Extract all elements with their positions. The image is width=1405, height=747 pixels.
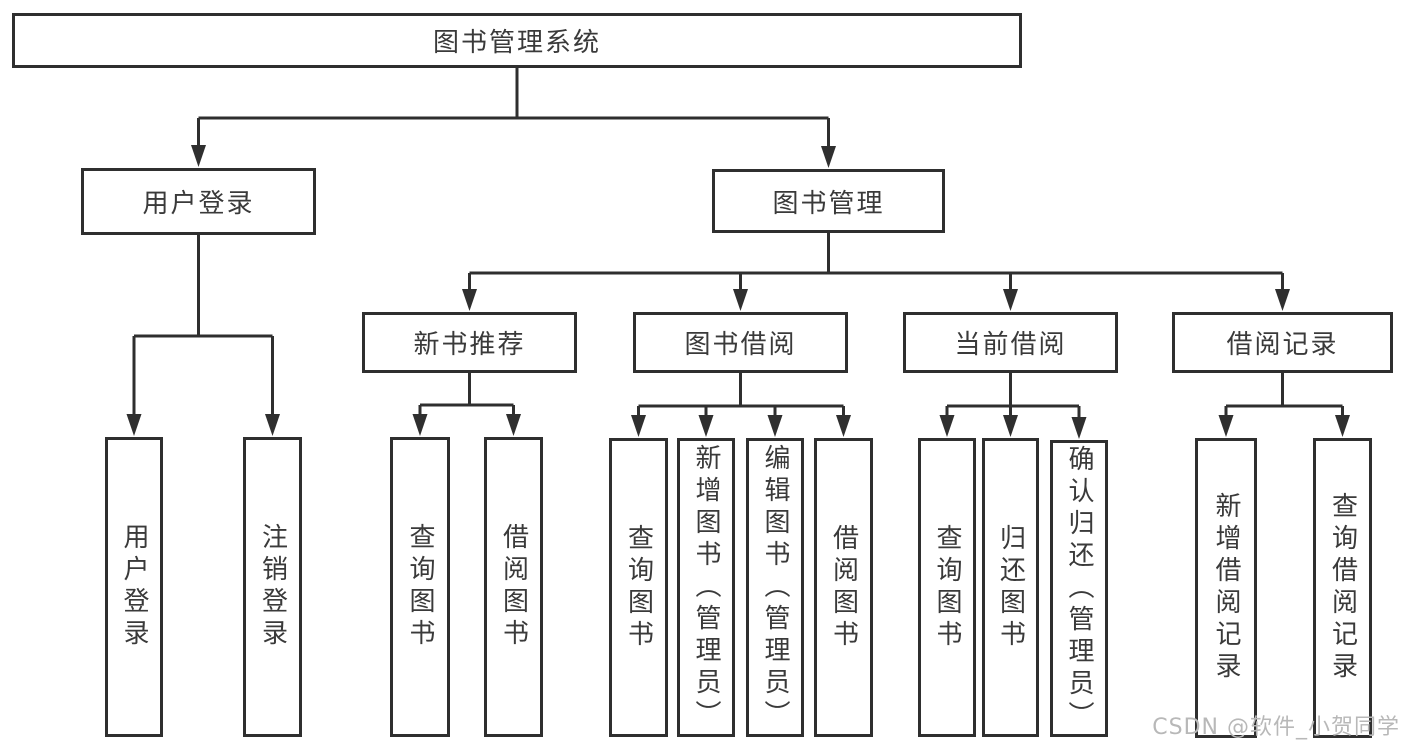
node-label: 查询借阅记录	[1327, 492, 1358, 684]
arrowhead-icon	[698, 415, 714, 437]
arrowhead-icon	[733, 289, 748, 311]
node-label: 新增图书（管理员）	[691, 443, 721, 732]
node-label: 编辑图书（管理员）	[760, 443, 790, 732]
node-label: 新增借阅记录	[1211, 492, 1241, 684]
node-label: 当前借阅	[954, 330, 1067, 360]
edge-current-borrow	[939, 373, 1087, 439]
node-label: 借阅图书	[828, 523, 859, 652]
node-leaf-bb-query: 查询图书	[609, 438, 668, 737]
node-leaf-nb-borrow: 借阅图书	[484, 437, 543, 737]
arrowhead-icon	[1275, 289, 1290, 311]
edge-book-mgmt	[462, 233, 1290, 311]
node-leaf-bb-edit: 编辑图书（管理员）	[746, 438, 804, 737]
node-leaf-br-query: 查询借阅记录	[1313, 438, 1372, 738]
node-book-borrow: 图书借阅	[633, 312, 848, 373]
node-leaf-bb-borrow: 借阅图书	[814, 438, 873, 737]
node-label: 图书管理	[772, 188, 885, 219]
node-label: 归还图书	[995, 523, 1026, 652]
node-label: 借阅图书	[498, 523, 529, 651]
node-new-book-rec: 新书推荐	[362, 312, 577, 373]
arrowhead-icon	[1335, 415, 1350, 437]
node-leaf-logout: 注销登录	[243, 437, 302, 737]
node-leaf-cb-return: 归还图书	[982, 438, 1039, 737]
node-leaf-cb-confirm: 确认归还（管理员）	[1050, 440, 1108, 737]
arrowhead-icon	[1003, 289, 1018, 311]
arrowhead-icon	[1218, 415, 1234, 437]
arrowhead-icon	[265, 414, 280, 436]
arrowhead-icon	[462, 289, 477, 311]
arrowhead-icon	[412, 414, 428, 436]
arrowhead-icon	[1071, 417, 1087, 439]
node-label: 图书借阅	[684, 330, 797, 360]
arrowhead-icon	[836, 415, 851, 437]
edge-root	[191, 68, 836, 168]
arrowhead-icon	[1003, 415, 1018, 437]
arrowhead-icon	[506, 414, 521, 436]
node-label: 查询图书	[932, 523, 962, 652]
edge-new-book-rec	[412, 373, 521, 436]
node-user-login: 用户登录	[81, 168, 316, 235]
node-label: 查询图书	[405, 523, 435, 651]
node-leaf-br-add: 新增借阅记录	[1195, 438, 1257, 738]
arrowhead-icon	[767, 415, 783, 437]
node-label: 图书管理系统	[432, 28, 601, 58]
node-label: 注销登录	[257, 523, 288, 651]
arrowhead-icon	[631, 415, 646, 437]
node-leaf-bb-add: 新增图书（管理员）	[677, 438, 735, 737]
node-label: 确认归还（管理员）	[1064, 444, 1094, 733]
node-root: 图书管理系统	[12, 13, 1022, 68]
arrowhead-icon	[821, 146, 836, 168]
node-borrow-records: 借阅记录	[1172, 312, 1393, 373]
edge-book-borrow	[631, 373, 851, 437]
arrowhead-icon	[939, 415, 955, 437]
csdn-watermark: CSDN @软件_小贺同学	[1152, 715, 1400, 740]
node-label: 新书推荐	[413, 330, 526, 360]
arrowhead-icon	[126, 414, 142, 436]
arrowhead-icon	[191, 145, 206, 167]
node-book-mgmt: 图书管理	[712, 169, 945, 233]
node-leaf-user-login: 用户登录	[105, 437, 163, 737]
node-leaf-cb-query: 查询图书	[918, 438, 976, 737]
node-leaf-nb-query: 查询图书	[390, 437, 450, 737]
node-label: 用户登录	[142, 189, 255, 219]
node-label: 查询图书	[623, 523, 654, 652]
edge-borrow-records	[1218, 373, 1350, 437]
edge-user-login	[126, 235, 280, 436]
node-current-borrow: 当前借阅	[903, 312, 1118, 373]
node-label: 借阅记录	[1226, 330, 1339, 360]
node-label: 用户登录	[119, 523, 149, 651]
